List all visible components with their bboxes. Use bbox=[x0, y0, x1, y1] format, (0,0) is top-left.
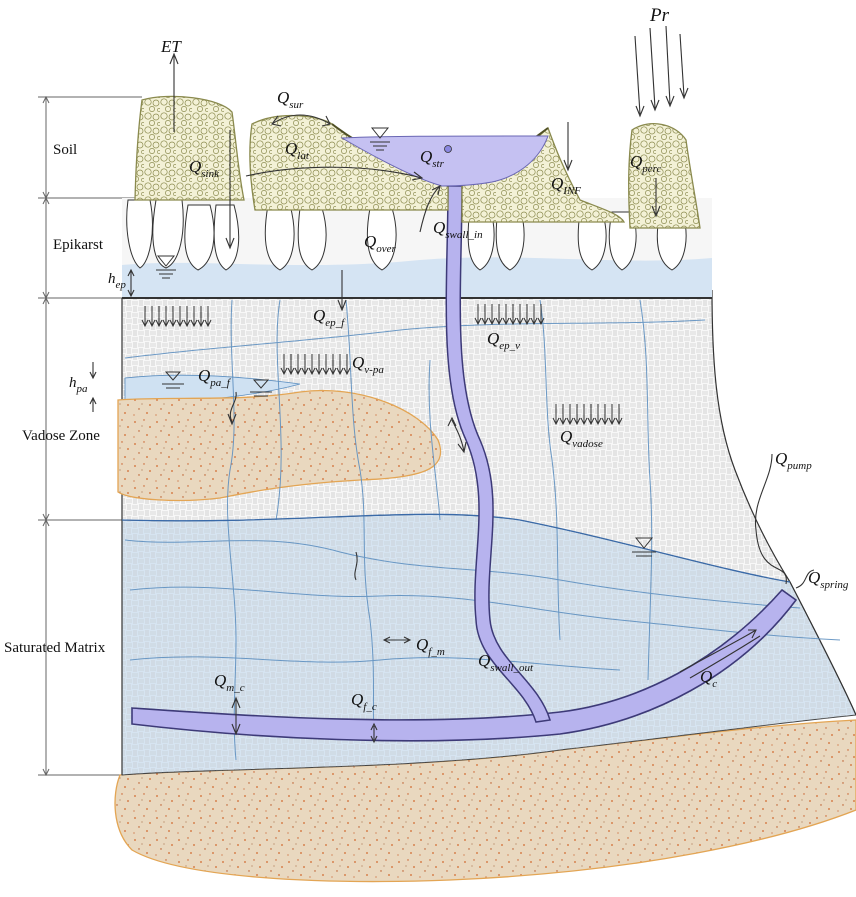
label-q-sink: Qsink bbox=[189, 158, 219, 180]
stream-marker bbox=[445, 146, 452, 153]
label-q-f-c: Qf_c bbox=[351, 691, 377, 713]
label-q-v-pa: Qv-pa bbox=[352, 354, 384, 376]
label-et: ET bbox=[161, 38, 181, 55]
label-q-lat: Qlat bbox=[285, 140, 309, 162]
label-q-c: Qc bbox=[700, 668, 717, 690]
label-q-perc: Qperc bbox=[630, 153, 661, 175]
label-q-str: Qstr bbox=[420, 148, 444, 170]
zone-label-saturated: Saturated Matrix bbox=[4, 641, 105, 656]
label-q-vadose: Qvadose bbox=[560, 428, 603, 450]
zone-label-soil: Soil bbox=[53, 143, 77, 158]
zone-label-vadose: Vadose Zone bbox=[22, 429, 100, 444]
label-q-m-c: Qm_c bbox=[214, 672, 245, 694]
label-q-inf: QINF bbox=[551, 175, 581, 197]
label-q-ep-v: Qep_v bbox=[487, 330, 520, 352]
label-q-spring: Qspring bbox=[808, 569, 848, 591]
label-h-ep: hep bbox=[108, 272, 126, 291]
label-q-pump: Qpump bbox=[775, 450, 812, 472]
zone-label-epikarst: Epikarst bbox=[53, 238, 103, 253]
label-q-sur: Qsur bbox=[277, 89, 303, 111]
label-q-over: Qover bbox=[364, 233, 396, 255]
epikarst-layer bbox=[122, 198, 712, 298]
label-q-swall-in: Qswall_in bbox=[433, 219, 483, 241]
label-q-swall-out: Qswall_out bbox=[478, 652, 533, 674]
label-h-pa: hpa bbox=[69, 376, 88, 395]
label-q-f-m: Qf_m bbox=[416, 636, 445, 658]
label-q-ep-f: Qep_f bbox=[313, 307, 344, 329]
label-pr: Pr bbox=[650, 6, 669, 25]
label-q-pa-f: Qpa_f bbox=[198, 367, 230, 389]
